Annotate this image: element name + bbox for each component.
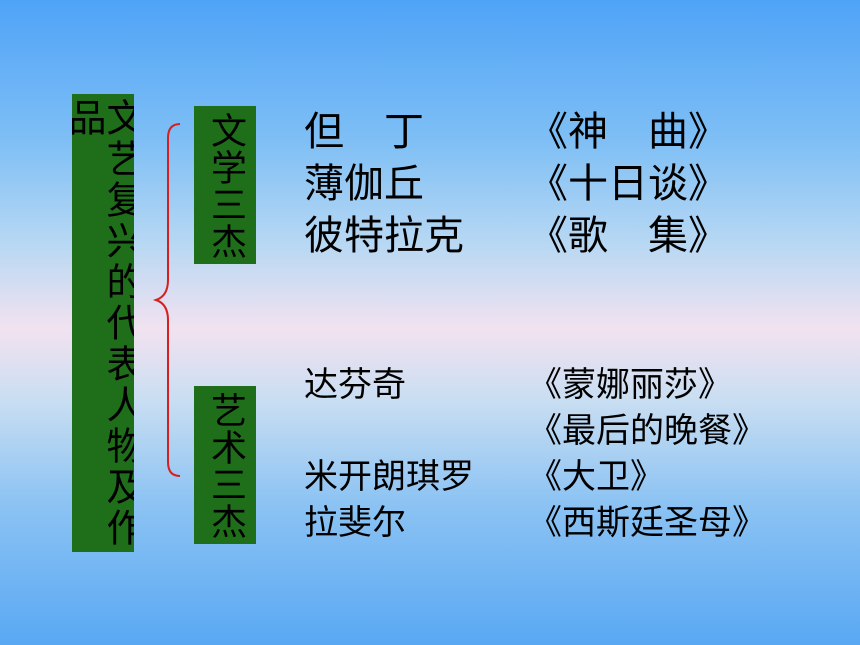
art-work-3: 《大卫》 — [528, 457, 664, 497]
art-label: 艺术三杰 — [205, 392, 246, 540]
literature-work-3: 《歌 集》 — [528, 213, 728, 259]
literature-name-3: 彼特拉克 — [304, 213, 464, 259]
art-work-2: 《最后的晚餐》 — [528, 411, 766, 451]
art-name-4: 拉斐尔 — [304, 503, 406, 543]
art-work-4: 《西斯廷圣母》 — [528, 503, 766, 543]
art-work-1: 《蒙娜丽莎》 — [528, 365, 732, 405]
main-title-box: 文艺复兴的代表人物及作品 — [72, 94, 134, 552]
art-label-box: 艺术三杰 — [194, 386, 256, 544]
art-name-1: 达芬奇 — [304, 365, 406, 405]
literature-label: 文学三杰 — [205, 112, 246, 260]
literature-name-2: 薄伽丘 — [304, 161, 424, 207]
art-name-3: 米开朗琪罗 — [304, 457, 474, 497]
literature-work-2: 《十日谈》 — [528, 161, 728, 207]
literature-name-1: 但 丁 — [304, 109, 424, 155]
main-title-text: 文艺复兴的代表人物及作品 — [72, 98, 134, 549]
literature-label-box: 文学三杰 — [194, 106, 256, 264]
curly-brace-icon — [152, 123, 181, 477]
literature-work-1: 《神 曲》 — [528, 109, 728, 155]
